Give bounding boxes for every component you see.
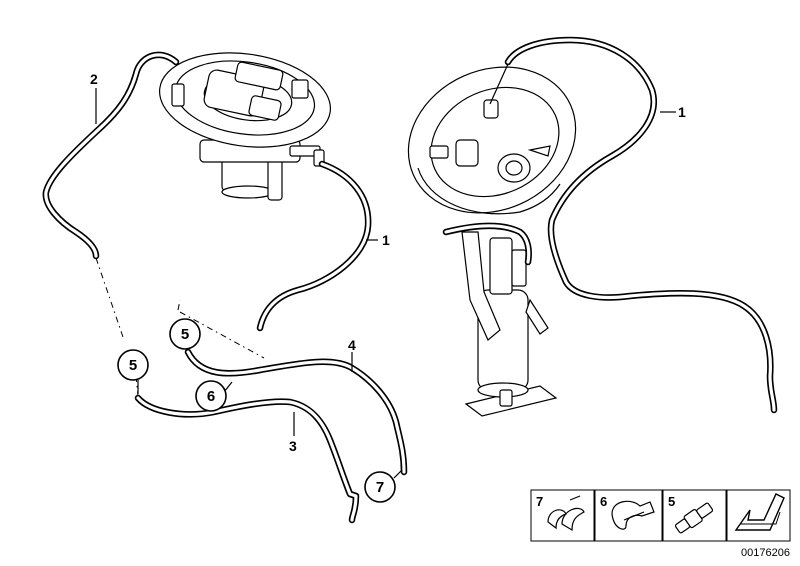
callout-1-left: 1 (382, 232, 390, 248)
callout-7-text: 7 (376, 479, 384, 496)
callout-3: 3 (289, 438, 297, 454)
callout-5-left: 5 (117, 349, 149, 381)
legend-strip: 7 6 5 (530, 489, 791, 542)
callout-5-top: 5 (169, 318, 201, 350)
leader-lines (95, 88, 676, 479)
legend-box-6: 6 (594, 489, 663, 542)
callout-1-right: 1 (678, 104, 686, 120)
legend-box-6-label: 6 (600, 494, 607, 509)
callout-7: 7 (364, 471, 396, 503)
back-arrow-icon[interactable] (726, 489, 791, 542)
callout-5-top-text: 5 (181, 326, 189, 343)
part-number: 00176206 (741, 547, 790, 559)
legend-box-5-label: 5 (668, 494, 675, 509)
hose-lines (42, 36, 778, 524)
left-fuel-pump-flange (158, 52, 332, 201)
callout-4: 4 (348, 337, 356, 353)
callout-6-text: 6 (207, 388, 215, 405)
callout-6: 6 (195, 380, 227, 412)
right-fuel-pump-module (407, 66, 577, 417)
legend-box-7-label: 7 (536, 494, 543, 509)
legend-box-5: 5 (662, 489, 727, 542)
callout-2: 2 (90, 71, 98, 87)
callout-5-left-text: 5 (129, 357, 137, 374)
legend-box-7: 7 (530, 489, 595, 542)
